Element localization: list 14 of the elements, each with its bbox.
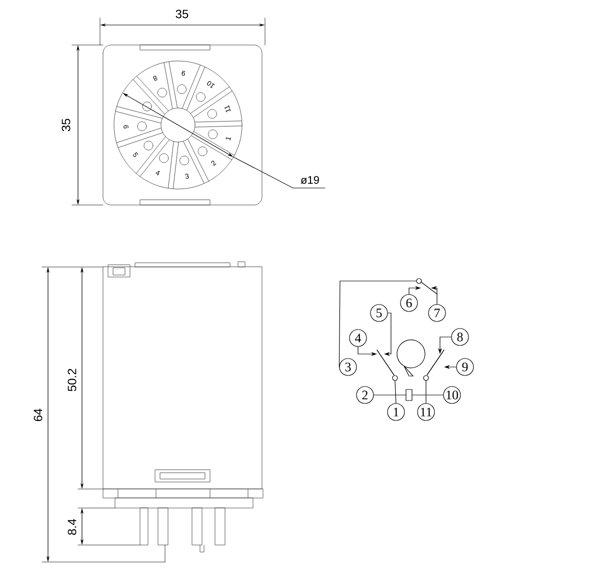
dimension-label: 64: [34, 408, 42, 422]
switch-contact: [376, 350, 398, 381]
coil-symbol: [406, 389, 412, 401]
dimension-label: 35: [176, 10, 188, 18]
dimension-label: 35: [62, 118, 70, 132]
dimension-label: 8.4: [68, 519, 76, 535]
switch-contact: [423, 350, 444, 381]
dimension-label: ø19: [300, 176, 319, 184]
wire: [394, 380, 396, 404]
switch-contact: [416, 278, 438, 294]
wire: [338, 280, 416, 368]
wire: [412, 394, 444, 396]
dimension-label: 50.2: [68, 368, 76, 392]
wire: [374, 394, 406, 396]
